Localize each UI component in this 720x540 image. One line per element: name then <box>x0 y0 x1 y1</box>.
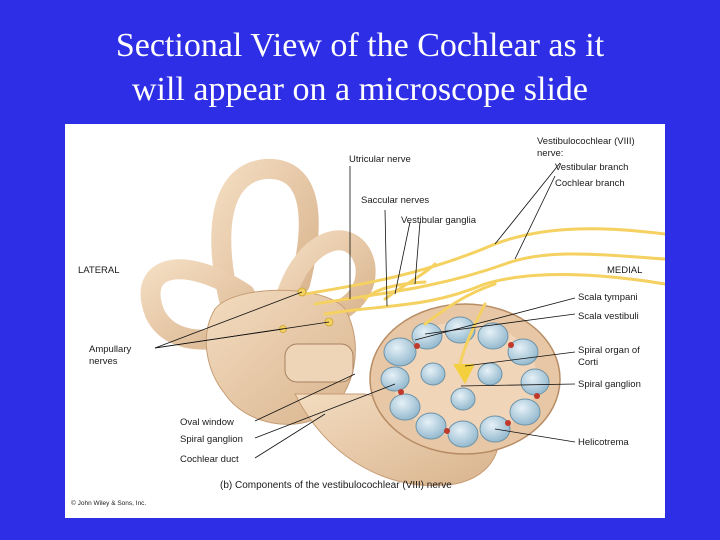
label-helicotrema: Helicotrema <box>578 437 629 448</box>
label-spiral-ganglion-right: Spiral ganglion <box>578 379 641 390</box>
label-vestibulocochlear-nerve-2: nerve: <box>537 148 563 159</box>
oval-window-shape <box>285 344 353 382</box>
label-medial: MEDIAL <box>607 265 642 276</box>
title-line-2: will appear on a microscope slide <box>0 68 720 112</box>
slide-title: Sectional View of the Cochlear as it wil… <box>0 24 720 112</box>
label-vestibular-branch: Vestibular branch <box>555 162 628 173</box>
title-line-1: Sectional View of the Cochlear as it <box>0 24 720 68</box>
label-spiral-organ-1: Spiral organ of <box>578 345 640 356</box>
label-vestibular-ganglia: Vestibular ganglia <box>401 215 476 226</box>
label-scala-tympani: Scala tympani <box>578 292 638 303</box>
copyright-notice: © John Wiley & Sons, Inc. <box>71 500 146 507</box>
label-lateral: LATERAL <box>78 265 120 276</box>
label-cochlear-duct: Cochlear duct <box>180 454 239 465</box>
label-utricular-nerve: Utricular nerve <box>349 154 411 165</box>
anatomy-figure-panel: Vestibulocochlear (VIII) nerve: Vestibul… <box>65 124 665 518</box>
label-spiral-ganglion-left: Spiral ganglion <box>180 434 243 445</box>
label-scala-vestibuli: Scala vestibuli <box>578 311 639 322</box>
label-saccular-nerves: Saccular nerves <box>361 195 429 206</box>
label-spiral-organ-2: Corti <box>578 357 598 368</box>
label-ampullary-nerves-1: Ampullary <box>89 344 131 355</box>
label-oval-window: Oval window <box>180 417 234 428</box>
figure-caption: (b) Components of the vestibulocochlear … <box>220 480 452 491</box>
label-ampullary-nerves-2: nerves <box>89 356 118 367</box>
label-cochlear-branch: Cochlear branch <box>555 178 625 189</box>
label-vestibulocochlear-nerve-1: Vestibulocochlear (VIII) <box>537 136 635 147</box>
